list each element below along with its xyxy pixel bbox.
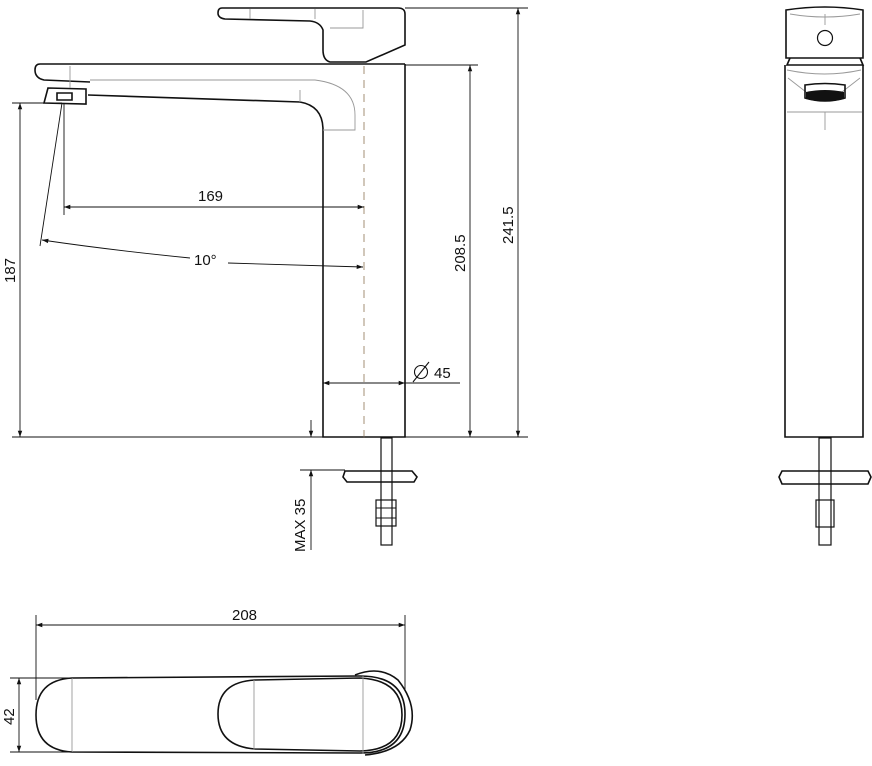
lever-handle <box>217 7 406 63</box>
dim-outlet-height: 187 <box>2 258 19 283</box>
dim-body-height: 208.5 <box>452 234 469 272</box>
top-view: 208 42 <box>1 607 414 756</box>
top-handle-outline <box>217 677 403 752</box>
front-view <box>778 6 872 546</box>
side-view: 169 10° 187 208.5 241.5 45 MAX 35 <box>2 7 528 552</box>
dim-arc-angle <box>41 238 191 259</box>
aerator <box>42 87 87 105</box>
dim-spout-reach: 169 <box>198 188 223 205</box>
dim-width: 42 <box>1 708 18 725</box>
lever-pin <box>816 29 834 47</box>
dim-total-length: 208 <box>232 607 257 624</box>
top-body-outline <box>35 675 406 754</box>
spout <box>34 63 406 438</box>
dim-body-diameter: 45 <box>434 365 451 382</box>
dim-spout-angle: 10° <box>194 252 217 269</box>
dim-max-counter-thickness: MAX 35 <box>292 499 309 552</box>
dim-total-height: 241.5 <box>500 206 517 244</box>
diameter-symbol-icon <box>412 361 430 383</box>
mounting-kit <box>342 437 418 546</box>
